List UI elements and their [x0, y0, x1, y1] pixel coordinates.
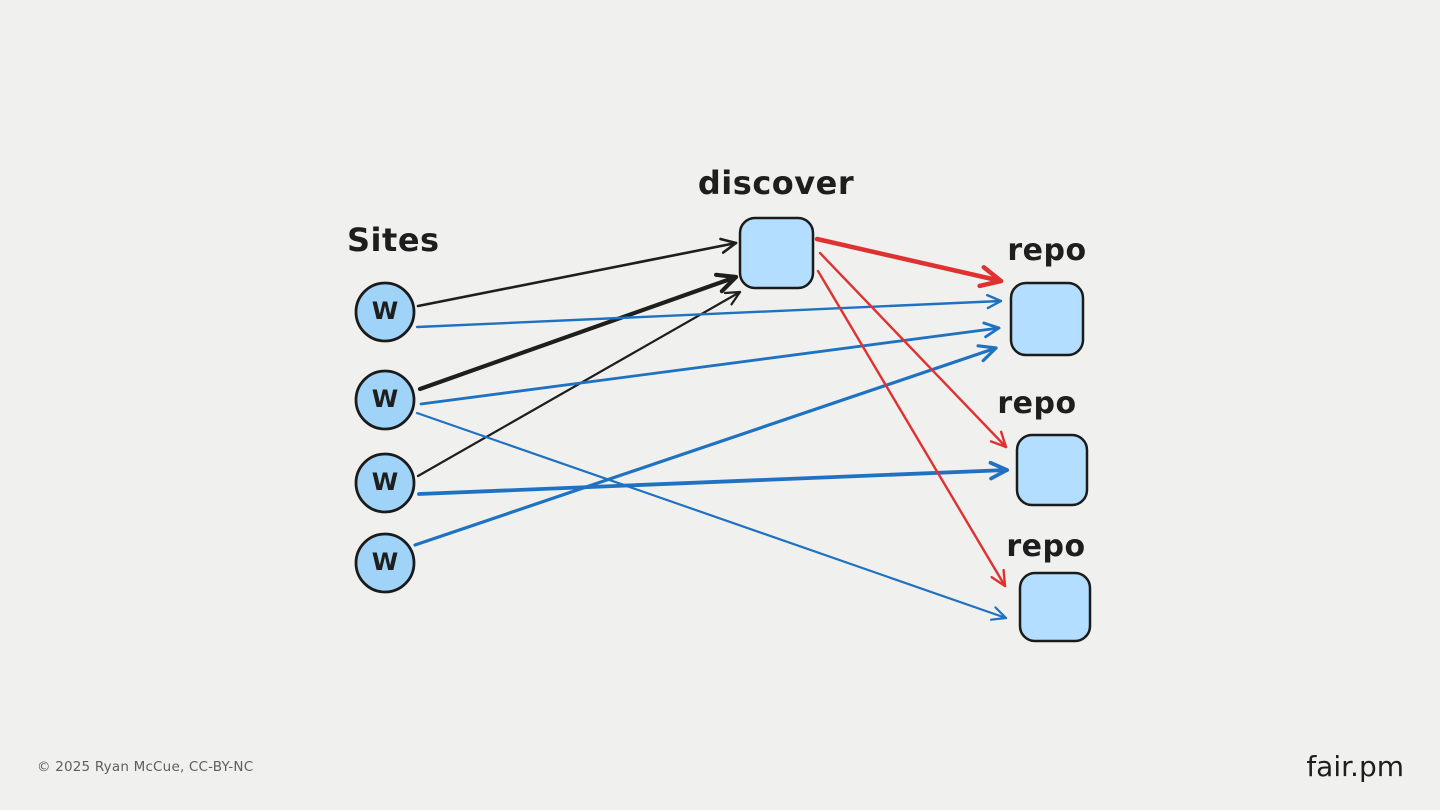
- site-letter-4: W: [371, 547, 399, 576]
- arrow-site-2-to-repo-1: [419, 321, 1001, 406]
- arrow-site-3-to-repo-2: [417, 460, 1009, 496]
- arrow-site-4-to-repo-1: [413, 344, 998, 547]
- arrow-site-2-to-discover: [417, 272, 739, 392]
- discover-node: [738, 216, 815, 290]
- repo-label-1: repo: [1007, 233, 1087, 268]
- arrow-discover-to-repo-3: [816, 269, 1007, 588]
- arrow-site-1-to-repo-1: [415, 293, 1003, 329]
- discover-label: discover: [697, 164, 855, 202]
- site-letter-3: W: [371, 467, 399, 496]
- repo-node-3: [1018, 571, 1092, 643]
- site-letter-1: W: [371, 296, 399, 325]
- site-node-2: [354, 369, 416, 431]
- copyright-text: © 2025 Ryan McCue, CC-BY-NC: [37, 759, 254, 775]
- repo-node-2: [1015, 433, 1089, 507]
- site-node-1: [354, 281, 416, 343]
- repo-label-3: repo: [1006, 529, 1086, 564]
- repo-node-1: [1009, 281, 1085, 357]
- site-node-4: [354, 532, 416, 594]
- arrow-discover-to-repo-1: [814, 236, 1004, 289]
- site-letter-2: W: [371, 384, 399, 413]
- sites-label: Sites: [347, 221, 440, 259]
- arrow-discover-to-repo-2: [818, 251, 1008, 449]
- arrow-site-1-to-discover: [416, 237, 738, 308]
- repo-label-2: repo: [997, 386, 1077, 421]
- arrow-site-2-to-repo-3: [415, 411, 1008, 621]
- site-node-3: [354, 452, 416, 514]
- brand-text: fair.pm: [1306, 750, 1404, 783]
